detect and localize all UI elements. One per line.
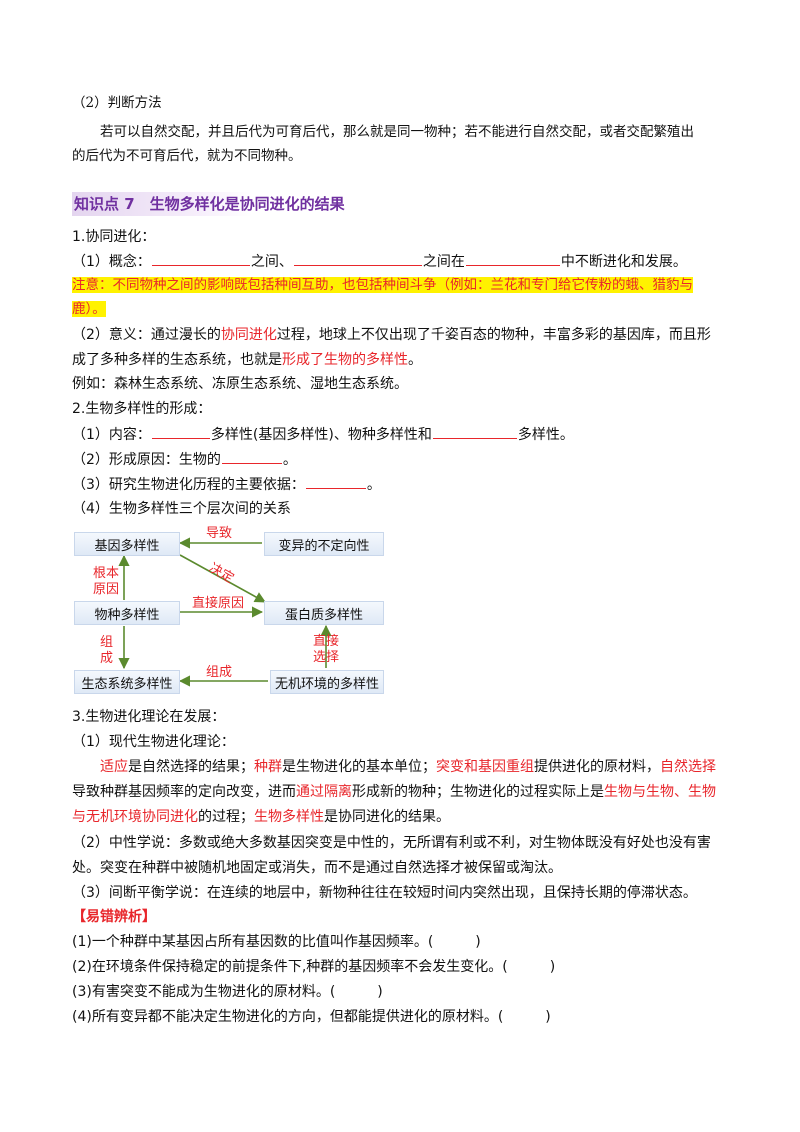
blank-6[interactable] (221, 449, 282, 464)
species-diversity-box: 物种多样性 (74, 601, 180, 625)
biodiv-cause: （2）形成原因：生物的 。 (72, 449, 728, 470)
coevo-heading: 1.协同进化： (72, 229, 156, 245)
ecosystem-diversity-box: 生态系统多样性 (74, 670, 180, 694)
judge-line-2: 的后代为不可育后代，就为不同物种。 (72, 148, 302, 164)
judge-line-1: 若可以自然交配，并且后代为可育后代，那么就是同一物种；若不能进行自然交配，或者交… (100, 124, 694, 140)
concept-text-2: 之间在 (422, 254, 465, 270)
theory-modern: （1）现代生物进化理论： (72, 734, 235, 750)
label-compose-2: 组成 (206, 665, 233, 680)
note-line-2: 鹿）。 (72, 299, 728, 319)
content-b: 多样性(基因多样性)、物种多样性和 (210, 427, 432, 443)
p1-text-3: 提供进化的原材料， (534, 759, 660, 775)
concept-text-3: 中不断进化和发展。 (560, 254, 687, 270)
note-text-2: 鹿）。 (72, 301, 106, 317)
sig-b: 过程，地球上不仅出现了千姿百态的物种，丰富多彩的基因库，而且形 (276, 327, 711, 343)
gene-diversity-box: 基因多样性 (74, 532, 180, 556)
concept-prefix: （1）概念： (72, 254, 151, 270)
error-item-2: (2)在环境条件保持稳定的前提条件下,种群的基因频率不会发生变化。( ) (72, 959, 556, 975)
p1-text-1: 是自然选择的结果； (128, 759, 254, 775)
variation-box: 变异的不定向性 (264, 532, 384, 556)
blank-5[interactable] (432, 424, 517, 439)
arrow-decides (179, 554, 266, 603)
p2-red-1: 通过隔离 (296, 784, 352, 800)
p3-text-2: 是协同进化的结果。 (324, 809, 450, 825)
label-leads: 导致 (206, 526, 233, 541)
p3-red-2: 生物多样性 (254, 809, 324, 825)
evidence-b: 。 (366, 477, 381, 493)
blank-3[interactable] (465, 251, 560, 266)
neutral-line-2: 处。突变在种群中被随机地固定或消失，而不是通过自然选择才被保留或淘汰。 (72, 860, 562, 876)
environment-diversity-box: 无机环境的多样性 (270, 670, 384, 694)
theory-heading: 3.生物进化理论在发展： (72, 709, 226, 725)
p2-red-2: 生物与生物、生物 (604, 784, 716, 800)
p3-text-1: 的过程； (198, 809, 254, 825)
blank-4[interactable] (151, 424, 210, 439)
kp-title-bar (72, 192, 252, 216)
theory-para-line-3: 与无机环境协同进化的过程；生物多样性是协同进化的结果。 (72, 807, 728, 827)
sig-a: （2）意义：通过漫长的 (72, 327, 221, 343)
blank-1[interactable] (151, 251, 250, 266)
theory-para-line-2: 导致种群基因频率的定向改变，进而通过隔离形成新的物种；生物进化的过程实际上是生物… (72, 782, 728, 802)
content-c: 多样性。 (517, 427, 574, 443)
label-compose-1: 组成 (100, 635, 114, 666)
p1-text-2: 是生物进化的基本单位； (282, 759, 436, 775)
biodiv-content: （1）内容： 多样性(基因多样性)、物种多样性和 多样性。 (72, 424, 728, 445)
error-item-1: (1)一个种群中某基因占所有基因数的比值叫作基因频率。( ) (72, 934, 481, 950)
note-line-1: 注意：不同物种之间的影响既包括种间互助，也包括种间斗争（例如：兰花和专门给它传粉… (72, 275, 728, 295)
theory-para-line-1: 适应是自然选择的结果；种群是生物进化的基本单位；突变和基因重组提供进化的原材料，… (100, 757, 728, 777)
sig-d: 。 (408, 352, 422, 368)
blank-2[interactable] (293, 251, 422, 266)
biodiv-heading: 2.生物多样性的形成： (72, 401, 212, 417)
p1-red-4: 自然选择 (660, 759, 716, 775)
cause-a: （2）形成原因：生物的 (72, 452, 221, 468)
significance-line-1: （2）意义：通过漫长的协同进化过程，地球上不仅出现了千姿百态的物种，丰富多彩的基… (72, 325, 728, 345)
p1-red-1: 适应 (100, 759, 128, 775)
label-root-cause: 根本原因 (93, 566, 120, 597)
significance-line-2: 成了多种多样的生态系统，也就是形成了生物的多样性。 (72, 350, 728, 370)
p2-text-2: 形成新的物种；生物进化的过程实际上是 (352, 784, 604, 800)
error-item-3: (3)有害突变不能成为生物进化的原材料。( ) (72, 984, 383, 1000)
note-text-1: 注意：不同物种之间的影响既包括种间互助，也包括种间斗争（例如：兰花和专门给它传粉… (72, 277, 693, 293)
label-direct-select: 直接选择 (313, 634, 340, 665)
evidence-a: （3）研究生物进化历程的主要依据： (72, 477, 305, 493)
content-a: （1）内容： (72, 427, 151, 443)
errors-title: 【易错辨析】 (72, 909, 156, 925)
blank-7[interactable] (305, 474, 366, 489)
p2-text-1: 导致种群基因频率的定向改变，进而 (72, 784, 296, 800)
punctuated-line: （3）间断平衡学说：在连续的地层中，新物种往往在较短时间内突然出现，且保持长期的… (72, 885, 697, 901)
coevo-concept: （1）概念： 之间、 之间在 中不断进化和发展。 (72, 251, 728, 272)
sig-c: 成了多种多样的生态系统，也就是 (72, 352, 282, 368)
judge-heading: （2）判断方法 (72, 95, 162, 111)
label-direct-cause: 直接原因 (192, 596, 245, 611)
protein-diversity-box: 蛋白质多样性 (264, 601, 384, 625)
biodiv-evidence: （3）研究生物进化历程的主要依据： 。 (72, 474, 728, 495)
sig-red-2: 形成了生物的多样性 (282, 352, 408, 368)
biodiv-relation: （4）生物多样性三个层次间的关系 (72, 501, 291, 517)
cause-b: 。 (282, 452, 297, 468)
p1-red-2: 种群 (254, 759, 282, 775)
p3-red-1: 与无机环境协同进化 (72, 809, 198, 825)
p1-red-3: 突变和基因重组 (436, 759, 534, 775)
example-line: 例如：森林生态系统、冻原生态系统、湿地生态系统。 (72, 376, 408, 392)
sig-red-1: 协同进化 (220, 327, 277, 343)
error-item-4: (4)所有变异都不能决定生物进化的方向，但都能提供进化的原材料。( ) (72, 1009, 551, 1025)
kp7-title: 知识点 7 生物多样化是协同进化的结果 (74, 195, 345, 213)
concept-text-1: 之间、 (250, 254, 293, 270)
neutral-line-1: （2）中性学说：多数或绝大多数基因突变是中性的，无所谓有利或不利，对生物体既没有… (72, 835, 711, 851)
